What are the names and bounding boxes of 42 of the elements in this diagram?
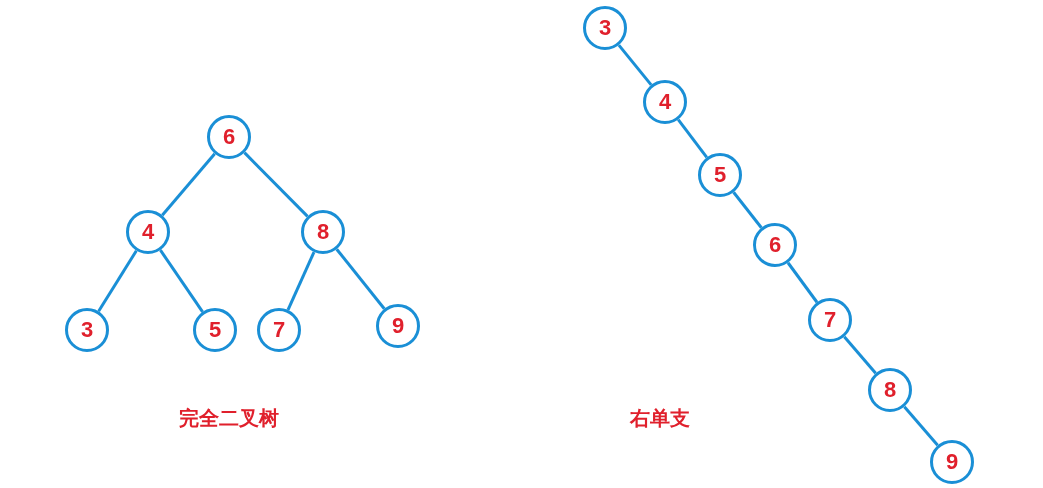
node-value: 7 [272, 317, 286, 343]
tree-node-circle [207, 115, 251, 159]
node-value: 8 [316, 219, 330, 245]
node-value: 3 [598, 15, 612, 41]
tree-node-circle [868, 368, 912, 412]
connector-line [335, 248, 386, 310]
tree-node-circle [753, 223, 797, 267]
node-value: 3 [80, 317, 94, 343]
node-value: 9 [391, 313, 405, 339]
node-value: 6 [222, 124, 236, 150]
tree-node-circle [301, 210, 345, 254]
node-value: 9 [945, 449, 959, 475]
tree-node-circle [126, 210, 170, 254]
tree-node-circle [808, 298, 852, 342]
tree-caption: 右单支 [630, 405, 690, 432]
connector-line [617, 44, 653, 86]
node-value: 6 [768, 232, 782, 258]
node-value: 8 [883, 377, 897, 403]
tree-node-circle [930, 440, 974, 484]
node-value: 5 [208, 317, 222, 343]
tree-node-circle [376, 304, 420, 348]
connector-line [732, 191, 763, 229]
node-value: 5 [713, 162, 727, 188]
tree-node-circle [583, 6, 627, 50]
connector-line [159, 249, 204, 313]
connector-line [243, 151, 309, 218]
node-value: 4 [658, 89, 672, 115]
connector-line [161, 152, 216, 217]
connector-line [677, 118, 708, 159]
tree-caption: 完全二叉树 [179, 405, 279, 432]
node-value: 4 [141, 219, 155, 245]
tree-node-circle [698, 153, 742, 197]
connector-line [286, 251, 316, 311]
tree-node-circle [193, 308, 237, 352]
connector-line [843, 335, 877, 375]
tree-node-circle [643, 80, 687, 124]
connector-line [97, 249, 138, 313]
connector-line [786, 261, 819, 304]
connector-line [903, 405, 939, 447]
tree-node-circle [65, 308, 109, 352]
tree-node-circle [257, 308, 301, 352]
node-value: 7 [823, 307, 837, 333]
